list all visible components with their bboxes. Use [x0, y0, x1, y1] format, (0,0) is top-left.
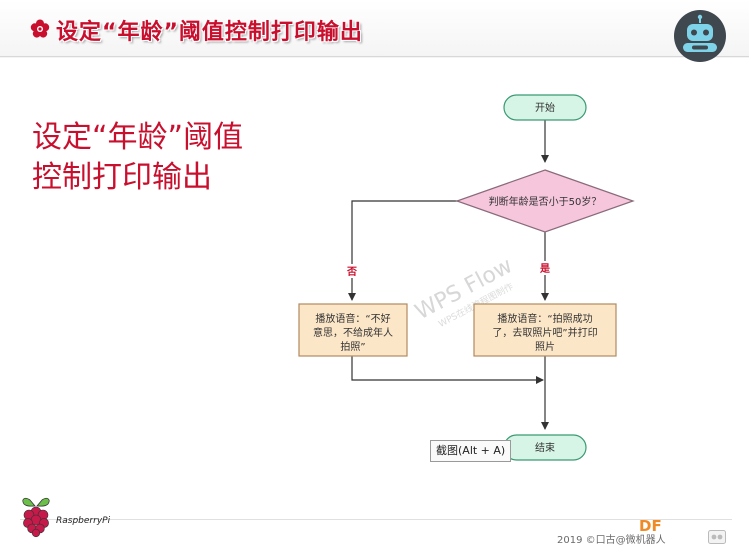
- heading-line-1: 设定“年龄”阈值: [32, 120, 244, 155]
- screenshot-tooltip: 截图(Alt + A): [430, 440, 512, 462]
- header-divider: [0, 56, 749, 57]
- connector-no-to-merge: [351, 356, 544, 384]
- flower-icon: [30, 19, 50, 38]
- process-no-line-3: 拍照”: [340, 340, 365, 353]
- heading-line-2: 控制打印输出: [32, 160, 212, 195]
- decision-node: 判断年龄是否小于50岁？: [455, 169, 635, 233]
- process-node-yes: 播放语音：“拍照成功 了，去取照片吧”并打印 照片: [473, 303, 617, 357]
- process-no-line-1: 播放语音：“不好: [315, 312, 390, 325]
- process-yes-line-1: 播放语音：“拍照成功: [497, 312, 592, 325]
- process-node-no: 播放语音：“不好 意思，不给成年人 拍照”: [298, 303, 408, 357]
- footer-copyright: 2019 ©口古@微机器人: [557, 535, 666, 546]
- df-logo: DF: [639, 517, 662, 535]
- footer-divider: [20, 519, 732, 520]
- raspberry-pi-label: RaspberryPi: [56, 516, 111, 526]
- header-band: [0, 0, 749, 58]
- end-node: 结束: [503, 434, 587, 461]
- decision-node-label: 判断年龄是否小于50岁？: [489, 195, 602, 208]
- end-node-label: 结束: [535, 441, 555, 454]
- start-node-label: 开始: [535, 101, 555, 114]
- slide-title: 设定“年龄”阈值控制打印输出: [56, 20, 363, 45]
- slide-heading: 设定“年龄”阈值 控制打印输出: [32, 118, 292, 198]
- start-node: 开始: [503, 94, 587, 121]
- connector-decision-no: [348, 200, 458, 301]
- edge-label-yes: 是: [539, 263, 550, 275]
- raspberry-pi-logo-icon: [22, 497, 50, 538]
- corner-badge-icon: [708, 530, 726, 544]
- robot-logo-icon: [674, 10, 726, 62]
- process-no-line-2: 意思，不给成年人: [313, 326, 393, 339]
- edge-label-no: 否: [346, 266, 357, 278]
- process-yes-line-2: 了，去取照片吧”并打印: [492, 326, 597, 339]
- process-yes-line-3: 照片: [535, 340, 555, 353]
